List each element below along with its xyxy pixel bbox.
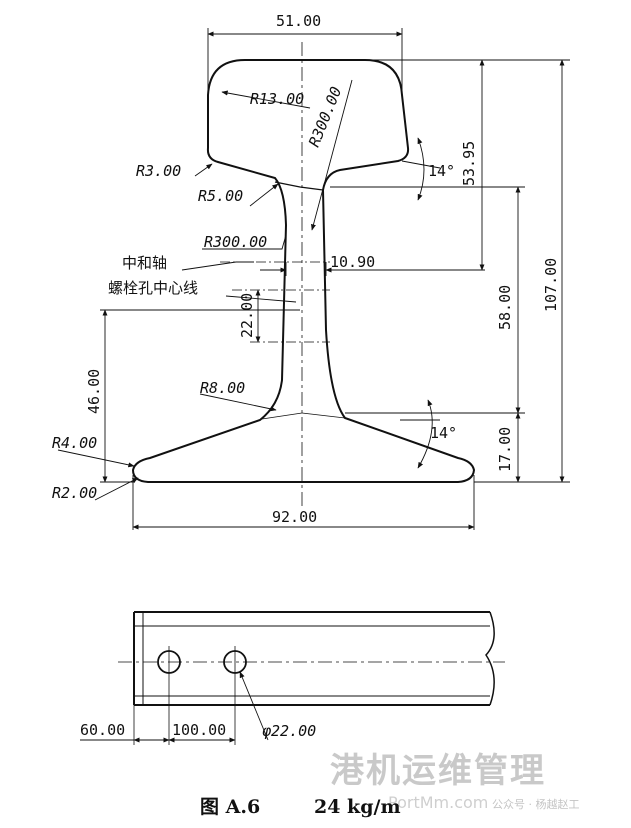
watermark-main: 港机运维管理: [330, 751, 546, 791]
base-height-label: 17.00: [496, 427, 514, 472]
head-height-label: 53.95: [460, 141, 478, 186]
bolt-hole-span-label: 22.00: [238, 293, 256, 338]
figure-caption-title: 24 kg/m: [314, 796, 401, 818]
rail-side-view: [80, 611, 505, 745]
bolt-hole-height-label: 46.00: [85, 369, 103, 414]
base-fillet-radius-label: R8.00: [200, 379, 245, 397]
figure-caption-prefix: 图 A.6: [200, 796, 260, 818]
web-radius-label: R300.00: [204, 233, 267, 251]
watermark-account: 公众号 · 杨越赵工: [492, 797, 580, 811]
neutral-axis-label: 中和轴: [122, 254, 167, 272]
neck-radius-label: R5.00: [198, 187, 243, 205]
hole-spacing-label: 100.00: [172, 721, 226, 739]
bolt-hole-centerline-label: 螺栓孔中心线: [108, 279, 198, 297]
base-width-label: 92.00: [272, 508, 317, 526]
rail-profile-outline: [131, 59, 476, 483]
base-angle-label: 14°: [430, 424, 457, 442]
web-height-label: 58.00: [496, 285, 514, 330]
watermark-site: PortMm.com: [388, 793, 488, 812]
crown-radius-label: R300.00: [305, 84, 345, 149]
head-angle-label: 14°: [428, 162, 455, 180]
end-to-hole-label: 60.00: [80, 721, 125, 739]
head-radius-label: R13.00: [250, 90, 304, 108]
base-edge-radius-label: R2.00: [52, 484, 97, 502]
top-width-label: 51.00: [276, 12, 321, 30]
head-corner-radius-label: R3.00: [136, 162, 181, 180]
hole-diameter-label: φ22.00: [262, 722, 316, 740]
rail-cross-section: [131, 42, 476, 510]
dimension-lines: [57, 28, 570, 530]
base-tip-radius-label: R4.00: [52, 434, 97, 452]
total-height-label: 107.00: [542, 258, 560, 312]
web-thickness-label: 10.90: [330, 253, 375, 271]
